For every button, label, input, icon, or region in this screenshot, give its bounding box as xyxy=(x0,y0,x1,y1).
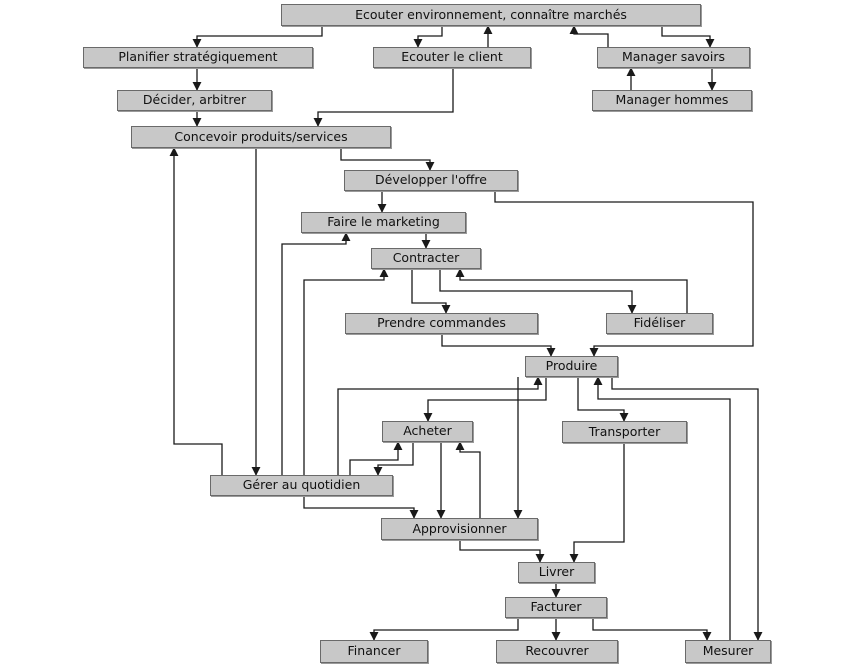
connector-manager-savoirs-to-ecouter-env xyxy=(569,25,609,47)
connector-ecouter-env-to-ecouter-client xyxy=(413,26,443,48)
connector-prendre-commandes-to-produire xyxy=(441,334,556,357)
node-produire: Produire xyxy=(525,356,618,377)
connector-contracter-to-prendre-commandes xyxy=(411,269,451,314)
node-faire-le-marketing: Faire le marketing xyxy=(301,212,466,233)
node-developper-offre: Développer l'offre xyxy=(344,170,518,191)
node-manager-hommes: Manager hommes xyxy=(592,90,752,111)
connector-ecouter-env-to-manager-savoirs xyxy=(661,26,715,48)
node-contracter: Contracter xyxy=(371,248,481,269)
connector-ecouter-env-to-planifier xyxy=(192,26,323,48)
node-prendre-commandes: Prendre commandes xyxy=(345,313,538,334)
connector-developper-to-produire xyxy=(494,191,754,357)
connector-contracter-to-fideliser xyxy=(439,269,637,314)
connector-acheter-to-gerer xyxy=(373,442,414,476)
connector-produire-to-acheter xyxy=(423,377,547,422)
connector-transporter-to-livrer xyxy=(569,443,625,563)
node-financer: Financer xyxy=(320,640,428,663)
node-mesurer: Mesurer xyxy=(685,640,771,663)
connector-gerer-to-acheter xyxy=(349,441,403,475)
connector-gerer-to-marketing xyxy=(281,232,351,475)
connector-approvisionner-to-acheter xyxy=(455,441,481,518)
connector-produire-to-mesurer xyxy=(611,377,763,641)
node-transporter: Transporter xyxy=(562,421,687,443)
connector-ecouter-client-to-concevoir xyxy=(313,68,454,127)
connector-gerer-to-approvisionner xyxy=(303,496,419,519)
node-acheter: Acheter xyxy=(382,421,473,442)
connector-gerer-to-concevoir xyxy=(169,147,223,475)
node-facturer: Facturer xyxy=(505,597,607,618)
connector-produire-to-transporter xyxy=(577,377,629,422)
node-decider-arbitrer: Décider, arbitrer xyxy=(117,90,272,111)
node-recouvrer: Recouvrer xyxy=(496,640,618,663)
connector-approvisionner-to-livrer xyxy=(459,540,545,563)
connector-facturer-to-financer xyxy=(369,618,519,641)
node-concevoir-produits: Concevoir produits/services xyxy=(131,126,391,148)
node-planifier-strategiquement: Planifier stratégiquement xyxy=(83,47,313,68)
connector-gerer-to-contracter xyxy=(303,268,389,475)
node-manager-savoirs: Manager savoirs xyxy=(597,47,750,68)
connector-facturer-to-mesurer xyxy=(592,618,712,641)
node-ecouter-le-client: Ecouter le client xyxy=(373,47,531,68)
node-livrer: Livrer xyxy=(518,562,595,583)
connector-gerer-to-produire xyxy=(337,376,543,475)
connector-concevoir-to-developper xyxy=(340,148,435,171)
node-ecouter-environnement: Ecouter environnement, connaître marchés xyxy=(281,4,701,26)
node-fideliser: Fidéliser xyxy=(606,313,713,334)
node-gerer-au-quotidien: Gérer au quotidien xyxy=(210,475,393,496)
node-approvisionner: Approvisionner xyxy=(381,518,538,540)
connector-fideliser-to-contracter xyxy=(455,268,688,313)
connector-mesurer-to-produire xyxy=(593,376,731,640)
